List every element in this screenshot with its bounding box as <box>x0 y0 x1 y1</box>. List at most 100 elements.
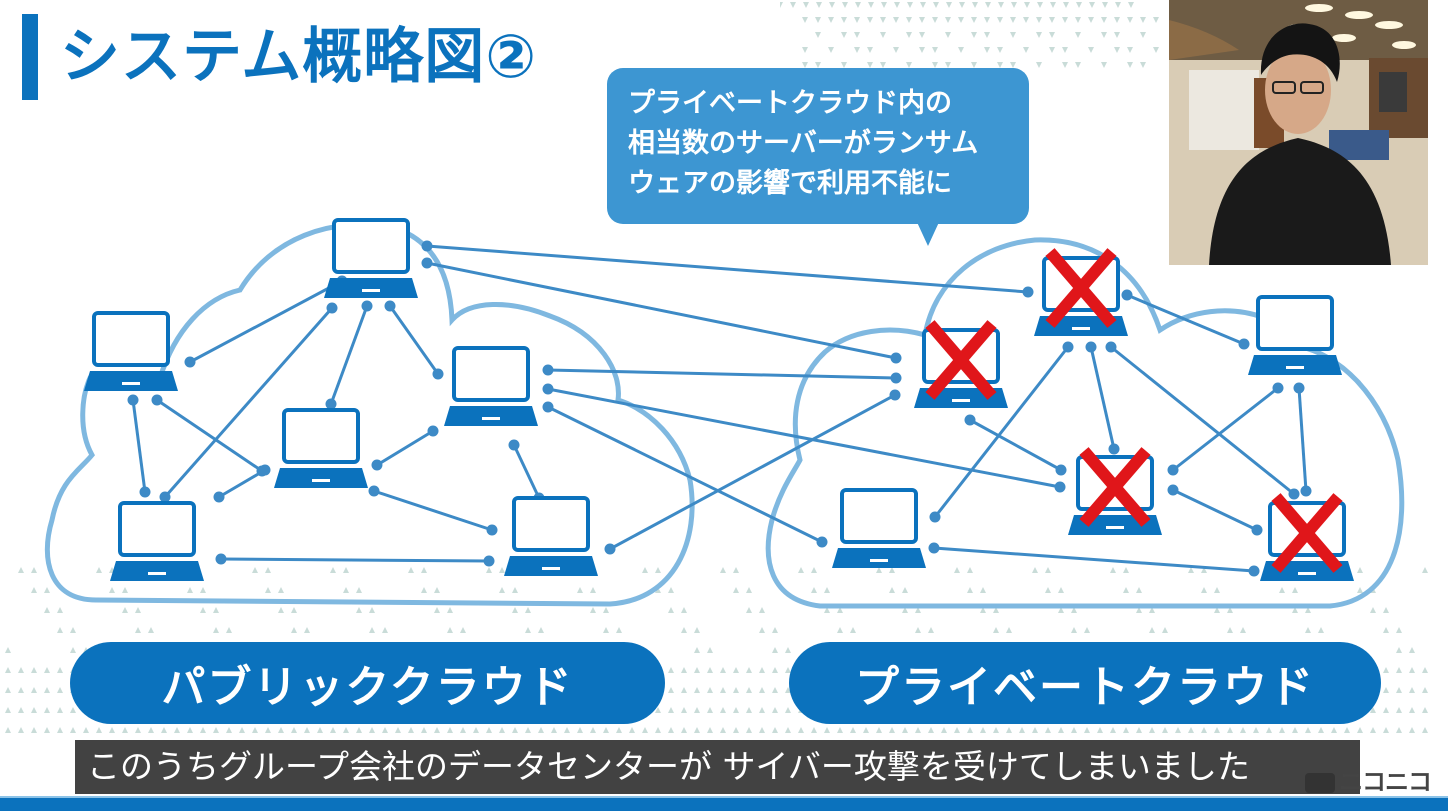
pattern-triangle <box>829 2 835 8</box>
pattern-triangle <box>681 707 687 713</box>
link-endpoint <box>151 394 163 406</box>
pattern-triangle <box>1097 727 1103 733</box>
pattern-triangle <box>837 627 843 633</box>
network-link <box>969 418 1062 472</box>
pattern-triangle <box>928 627 934 633</box>
pattern-triangle <box>1071 627 1077 633</box>
link-endpoint <box>1055 464 1067 476</box>
pattern-triangle <box>356 727 362 733</box>
link-endpoint <box>215 553 227 565</box>
pattern-triangle <box>1114 17 1120 23</box>
pattern-triangle <box>828 17 834 23</box>
pattern-triangle <box>44 687 50 693</box>
pattern-triangle <box>1383 687 1389 693</box>
presenter-video <box>1169 0 1428 265</box>
pattern-triangle <box>733 567 739 573</box>
link-endpoint <box>384 300 396 312</box>
pattern-triangle <box>802 47 808 53</box>
network-link <box>373 489 493 532</box>
pattern-triangle <box>1089 2 1095 8</box>
pattern-triangle <box>538 727 544 733</box>
pattern-triangle <box>616 627 622 633</box>
pattern-triangle <box>304 627 310 633</box>
pattern-triangle <box>226 727 232 733</box>
pattern-triangle <box>1115 2 1121 8</box>
pattern-triangle <box>356 607 362 613</box>
pattern-triangle <box>894 2 900 8</box>
pattern-triangle <box>798 567 804 573</box>
pattern-triangle <box>421 587 427 593</box>
link-endpoint <box>928 542 940 554</box>
pattern-triangle <box>44 587 50 593</box>
link-endpoint <box>929 511 941 523</box>
callout-bubble <box>607 68 1029 224</box>
pattern-triangle <box>369 727 375 733</box>
network-link <box>609 393 896 551</box>
link-endpoint <box>127 394 139 406</box>
link-endpoint <box>486 524 498 536</box>
pattern-triangle <box>18 727 24 733</box>
pattern-triangle <box>525 627 531 633</box>
pattern-triangle <box>44 727 50 733</box>
callout-tail <box>916 220 940 246</box>
pattern-triangle <box>945 32 951 38</box>
pattern-triangle <box>967 587 973 593</box>
pattern-triangle <box>122 607 128 613</box>
pattern-triangle <box>1101 17 1107 23</box>
bottom-strip <box>0 796 1448 811</box>
pattern-triangle <box>841 32 847 38</box>
pattern-triangle <box>1006 727 1012 733</box>
watermark-text: ニコニコ <box>1339 768 1432 796</box>
pattern-triangle <box>668 707 674 713</box>
pattern-triangle <box>655 707 661 713</box>
pattern-triangle <box>971 32 977 38</box>
pattern-triangle <box>1188 727 1194 733</box>
pattern-triangle <box>291 727 297 733</box>
pattern-triangle <box>854 47 860 53</box>
pattern-triangle <box>70 627 76 633</box>
pattern-triangle <box>928 727 934 733</box>
pattern-triangle <box>460 727 466 733</box>
pattern-triangle <box>694 727 700 733</box>
pattern-triangle <box>867 47 873 53</box>
pattern-triangle <box>291 607 297 613</box>
pattern-triangle <box>1175 727 1181 733</box>
pattern-triangle <box>707 707 713 713</box>
pattern-triangle <box>759 707 765 713</box>
pattern-triangle <box>811 727 817 733</box>
pattern-triangle <box>945 17 951 23</box>
pattern-triangle <box>1102 2 1108 8</box>
pattern-triangle <box>694 667 700 673</box>
pattern-triangle <box>317 727 323 733</box>
pattern-triangle <box>984 47 990 53</box>
pattern-triangle <box>993 627 999 633</box>
pattern-triangle <box>816 2 822 8</box>
pattern-triangle <box>5 727 11 733</box>
pattern-triangle <box>564 727 570 733</box>
pattern-triangle <box>841 17 847 23</box>
pattern-triangle <box>668 727 674 733</box>
pattern-triangle <box>512 607 518 613</box>
link-endpoint <box>1288 488 1300 500</box>
pattern-triangle <box>967 567 973 573</box>
pattern-triangle <box>772 727 778 733</box>
link-endpoint <box>542 383 554 395</box>
laptop-icon <box>84 311 178 391</box>
pattern-triangle <box>915 607 921 613</box>
pattern-triangle <box>486 567 492 573</box>
pattern-triangle <box>707 687 713 693</box>
pattern-triangle <box>1422 707 1428 713</box>
pattern-triangle <box>972 2 978 8</box>
pattern-triangle <box>1036 17 1042 23</box>
pattern-triangle <box>880 32 886 38</box>
pattern-triangle <box>1071 727 1077 733</box>
network-link <box>376 429 434 467</box>
network-links <box>127 240 1312 577</box>
pattern-triangle <box>932 17 938 23</box>
pattern-triangle <box>1037 2 1043 8</box>
pattern-triangle <box>1049 47 1055 53</box>
pattern-triangle <box>1409 647 1415 653</box>
link-endpoint <box>139 486 151 498</box>
pattern-triangle <box>1036 32 1042 38</box>
pattern-triangle <box>213 607 219 613</box>
